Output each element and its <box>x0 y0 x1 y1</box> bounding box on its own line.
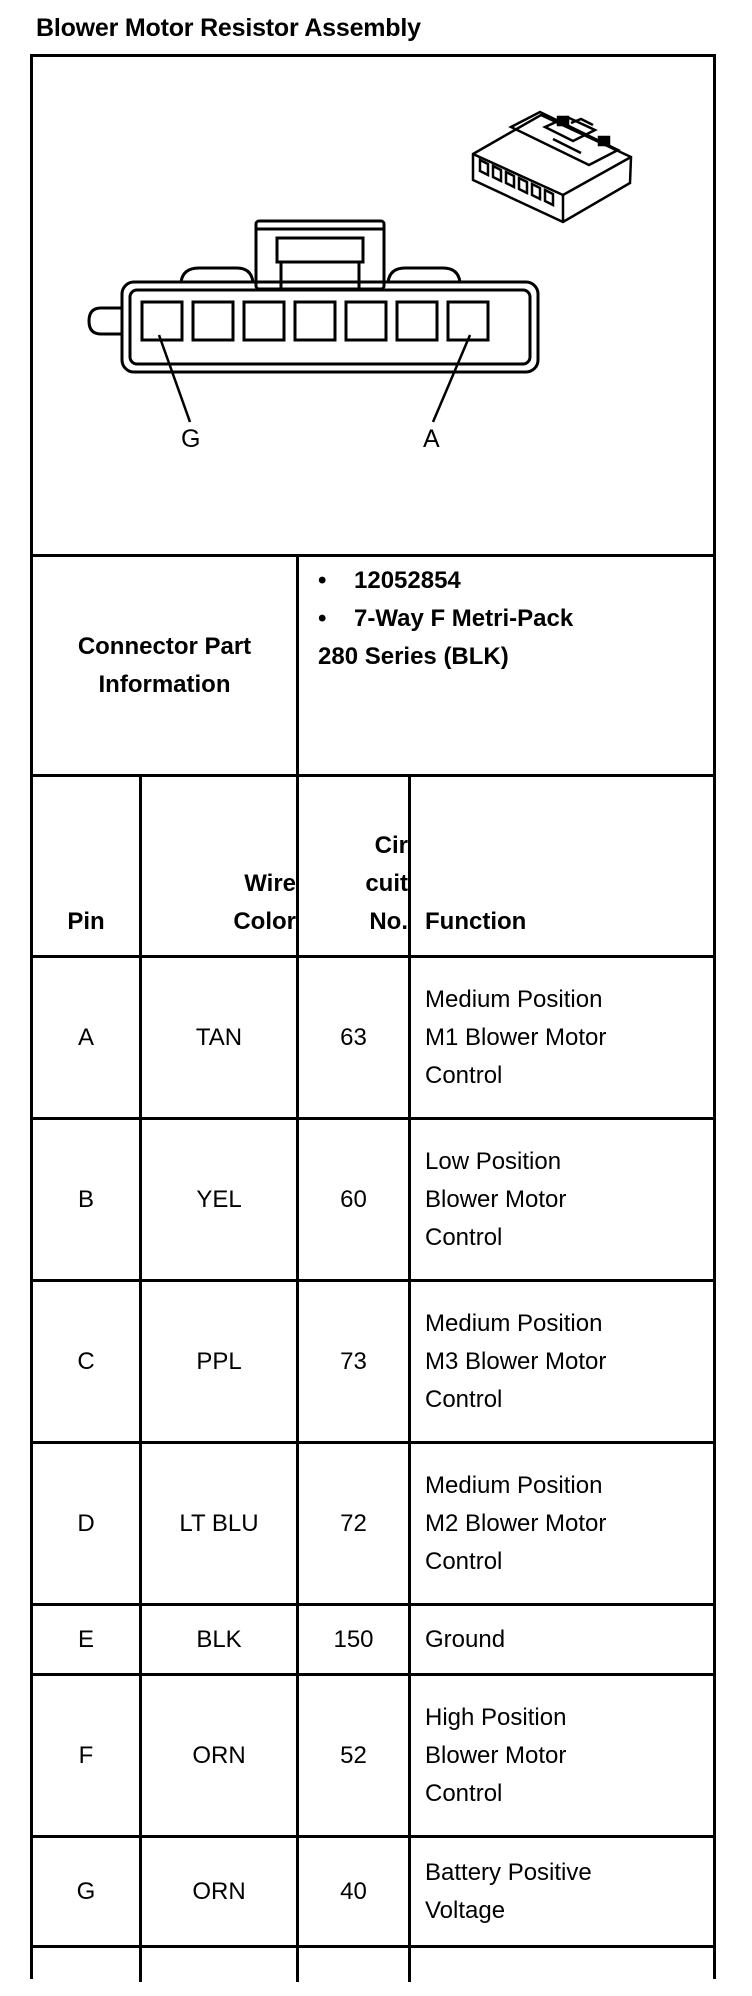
connector-face-drawing <box>87 110 633 423</box>
connector-description: 7-Way F Metri-Pack <box>354 605 574 632</box>
row-b-pin: B <box>77 1185 94 1213</box>
divider-row-b <box>33 1279 713 1282</box>
connector-body <box>120 280 540 374</box>
left-tab <box>87 306 122 336</box>
header-function: Function <box>425 908 527 935</box>
header-pin: Pin <box>67 908 105 935</box>
connector-series: 280 Series (BLK) <box>318 643 509 670</box>
row-f-circuit: 52 <box>340 1741 367 1769</box>
page-title: Blower Motor Resistor Assembly <box>36 14 421 42</box>
row-a-pin: A <box>77 1023 94 1051</box>
col-divider-circuit <box>296 554 299 1982</box>
row-c-circuit: 73 <box>340 1347 367 1375</box>
row-g-pin: G <box>76 1877 96 1905</box>
cavity-a <box>446 300 490 342</box>
row-e-function: Ground <box>425 1625 506 1653</box>
row-d-function: Medium Position M2 Blower Motor Control <box>425 1471 607 1575</box>
cavity-f <box>191 300 235 342</box>
divider-row-f <box>33 1835 713 1838</box>
row-e-circuit: 150 <box>333 1625 374 1653</box>
cavity-b <box>395 300 439 342</box>
row-g-circuit: 40 <box>340 1877 367 1905</box>
row-c-function: Medium Position M3 Blower Motor Control <box>425 1309 607 1413</box>
divider-info <box>33 774 713 777</box>
divider-diagram <box>33 554 713 557</box>
row-f-pin: F <box>78 1741 94 1769</box>
row-c-pin: C <box>77 1347 95 1375</box>
row-b-wire: YEL <box>196 1185 242 1213</box>
divider-row-e <box>33 1673 713 1676</box>
col-divider-function <box>408 774 411 1982</box>
leader-g <box>157 334 192 423</box>
cavity-d <box>293 300 337 342</box>
row-a-circuit: 63 <box>340 1023 367 1051</box>
row-d-wire: LT BLU <box>179 1509 259 1537</box>
part-number: 12052854 <box>354 567 461 594</box>
callout-a: A <box>423 425 440 453</box>
divider-header <box>33 955 713 958</box>
row-c-wire: PPL <box>196 1347 242 1375</box>
terminal-cavities <box>140 300 490 342</box>
divider-row-a <box>33 1117 713 1120</box>
row-a-function: Medium Position M1 Blower Motor Control <box>425 985 607 1089</box>
connector-info-details: •12052854 •7-Way F Metri-Pack 280 Series… <box>318 562 573 676</box>
row-a-wire: TAN <box>195 1023 243 1051</box>
divider-row-g <box>33 1945 713 1948</box>
cavity-c <box>344 300 388 342</box>
row-b-function: Low Position Blower Motor Control <box>425 1147 567 1251</box>
latch-window <box>275 236 365 264</box>
row-d-pin: D <box>77 1509 95 1537</box>
row-g-function: Battery Positive Voltage <box>425 1858 592 1924</box>
row-f-function: High Position Blower Motor Control <box>425 1703 567 1807</box>
col-divider-wire <box>139 774 142 1982</box>
latch-outline <box>254 219 386 291</box>
divider-row-c <box>33 1441 713 1444</box>
connector-info-label: Connector Part Information <box>77 632 252 698</box>
connector-iso-view <box>471 110 633 224</box>
divider-row-d <box>33 1603 713 1606</box>
row-g-wire: ORN <box>192 1877 246 1905</box>
leader-a <box>431 334 472 423</box>
cavity-e <box>242 300 286 342</box>
row-f-wire: ORN <box>192 1741 246 1769</box>
row-b-circuit: 60 <box>340 1185 367 1213</box>
row-e-pin: E <box>77 1625 94 1653</box>
row-d-circuit: 72 <box>340 1509 367 1537</box>
connector-sheet: G A Connector Part Information •12052854… <box>30 54 716 1982</box>
row-e-wire: BLK <box>196 1625 242 1653</box>
connector-diagram: G A <box>33 57 713 554</box>
left-bump <box>179 266 255 283</box>
cavity-g <box>140 300 184 342</box>
header-circuit: Cir cuit No. <box>365 832 408 935</box>
right-bump <box>386 266 462 283</box>
header-wire-color: Wire Color <box>233 870 296 935</box>
callout-g: G <box>181 425 201 453</box>
